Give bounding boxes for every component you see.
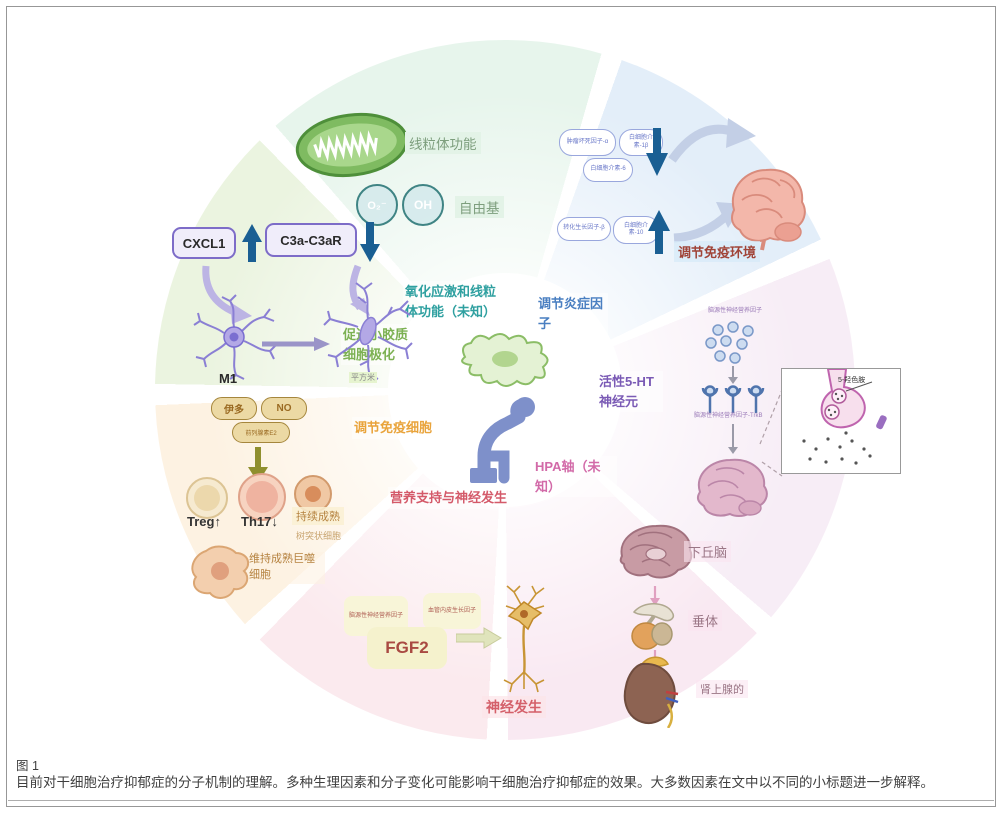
cytokine-pill-il10: 白细胞介素-10 (613, 216, 659, 244)
hub-label-serotonin: 活性5-HT神经元 (597, 371, 663, 412)
pituitary-label: 垂体 (688, 610, 723, 631)
stem-cell-icon (461, 333, 549, 387)
inset-dashed-connector-icon (759, 389, 783, 477)
mitochondria-icon (295, 112, 409, 178)
m1-to-m2-arrow-icon (262, 337, 330, 351)
synapse-inset-box: 5-羟色胺 (781, 368, 901, 474)
immune-environment-label: 调节免疫环境 (674, 241, 761, 262)
hub-label-immune-cells: 调节免疫细胞 (352, 417, 435, 439)
free-radicals-label: 自由基 (455, 196, 504, 218)
bdnf-trkb-label: 脑源性神经营养因子-TrkB (694, 413, 763, 419)
mitochondria-label: 线粒体功能 (405, 132, 481, 154)
m1-microglia-icon (193, 294, 277, 380)
hub-label-inflammation: 调节炎症因子 (536, 293, 608, 334)
cytokine-pill-tgfb: 转化生长因子-β (557, 217, 611, 241)
hypothalamus-label: 下丘脑 (684, 541, 732, 562)
hub-label-oxidative: 氧化应激和线粒体功能（未知） (403, 281, 503, 322)
hpa-arrow-1-icon (650, 586, 660, 606)
m1-label: M1 (219, 371, 238, 386)
bdnf-molecules-icon (705, 321, 754, 364)
hub-label-neurogenesis: 营养支持与神经发生 (388, 487, 510, 509)
depressed-person-icon (470, 397, 535, 484)
mechanism-wheel (155, 40, 855, 740)
treg-cell-icon (186, 477, 228, 519)
hypothalamus-brain-icon (619, 524, 693, 579)
fgf2-box: FGF2 (367, 627, 447, 669)
adrenal-kidney-icon (623, 656, 679, 728)
serotonin-brain-icon (696, 458, 768, 517)
m2-label: 平方米 (349, 372, 377, 383)
cytokine-pill-tnf: 肿瘤坏死因子-α (559, 129, 616, 156)
adrenal-label: 肾上腺的 (696, 680, 748, 698)
trkb-receptors-icon (701, 385, 765, 413)
th17-label: Th17↓ (241, 514, 278, 529)
treg-label: Treg↑ (187, 514, 221, 529)
vegf-box: 血管内皮生长因子 (423, 593, 481, 629)
neuron-icon (503, 585, 545, 693)
m2-microglia-icon (323, 282, 413, 380)
decrease-arrow-icon (646, 128, 668, 176)
macrophage-icon (191, 545, 250, 599)
th17-cell-icon (238, 473, 286, 521)
curved-arrow-left-icon (202, 265, 252, 324)
dendritic-cell-icon (294, 475, 332, 513)
c3a-c3ar-box: C3a-C3aR (265, 223, 357, 257)
arrow-down-thin2-icon (728, 424, 738, 454)
synapse-illustration-icon (802, 369, 887, 465)
hydroxyl-radical-icon: OH (402, 184, 444, 226)
sustained-maturation-label: 持续成熟 (292, 507, 344, 525)
figure-caption-text: 目前对干细胞治疗抑郁症的分子机制的理解。多种生理因素和分子变化可能影响干细胞治疗… (16, 775, 934, 790)
pge2-pill: 前列腺素E2 (232, 422, 290, 443)
caption-divider (8, 800, 994, 801)
neurogenesis-result-label: 神经发生 (482, 696, 546, 718)
ido-pill: 伊多 (211, 397, 257, 420)
serotonin-inset-label: 5-羟色胺 (838, 377, 866, 384)
curved-arrow-to-brain-top-icon (668, 118, 756, 163)
bdnf-factor-label: 脑源性神经营养因子 (708, 308, 763, 314)
superoxide-label: O₂⁻ (367, 199, 387, 212)
c3a-down-arrow-icon (360, 222, 380, 262)
cytokine-pill-il6: 白细胞介素-6 (583, 158, 633, 182)
neurogenesis-arrow-icon (456, 627, 502, 649)
arrow-down-thin-icon (728, 366, 738, 384)
macrophage-label: 维持成熟巨噬细胞 (249, 552, 325, 584)
dendritic-cells-sublabel: 树突状细胞 (296, 531, 342, 541)
brain-icon (731, 168, 806, 251)
hub-label-hpa: HPA轴（未知） (533, 456, 617, 497)
cxcl1-up-arrow-icon (242, 224, 262, 262)
pituitary-icon (631, 603, 675, 650)
no-pill: NO (261, 397, 307, 420)
hydroxyl-label: OH (414, 198, 432, 212)
figure-number-label: 图 1 (16, 759, 39, 773)
cxcl1-box: CXCL1 (172, 227, 236, 259)
superoxide-radical-icon: O₂⁻ (356, 184, 398, 226)
increase-arrow-icon (648, 210, 670, 254)
